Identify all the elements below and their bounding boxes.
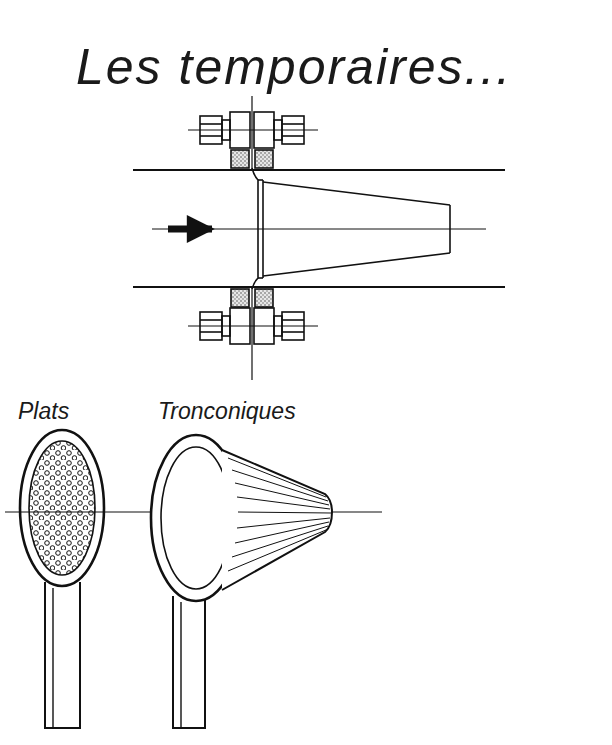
center-line	[152, 229, 486, 230]
flat-strainer	[20, 430, 104, 728]
part-label: Tronconiques	[158, 400, 296, 423]
flow-arrow	[168, 226, 212, 233]
pipe-wall	[133, 286, 505, 288]
flange-bolt	[188, 96, 318, 170]
diagram-title: Les temporaires...	[76, 42, 512, 92]
pipe-section	[133, 96, 505, 380]
flange-bolt	[188, 287, 318, 380]
part-label: Plats	[18, 400, 69, 423]
pipe-wall	[133, 169, 505, 171]
conical-strainer	[151, 435, 332, 728]
